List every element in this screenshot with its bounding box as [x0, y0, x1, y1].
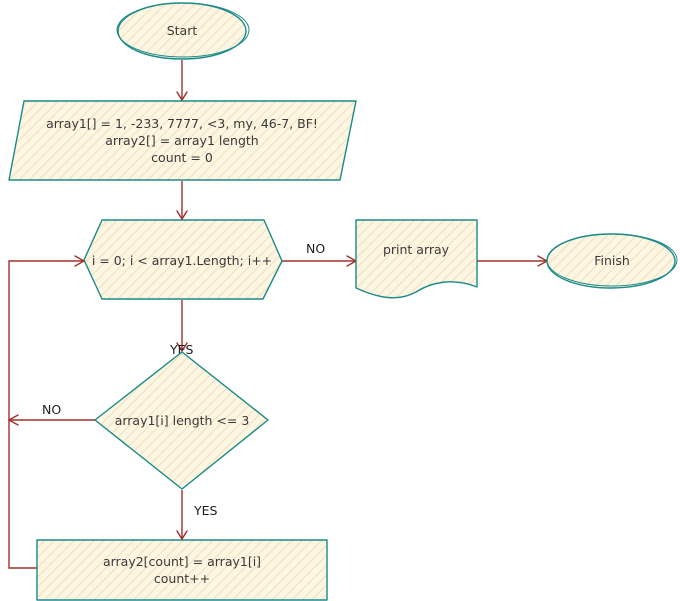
loop-label: i = 0; i < array1.Length; i++ — [92, 253, 272, 268]
init-line-2: array2[] = array1 length — [105, 133, 258, 148]
assign-line-2: count++ — [154, 571, 210, 586]
init-line-3: count = 0 — [151, 150, 213, 165]
init-line-1: array1[] = 1, -233, 7777, <3, my, 46-7, … — [46, 116, 318, 131]
print-node: print array — [355, 219, 478, 299]
edge-print-finish — [477, 255, 549, 267]
start-node: Start — [116, 2, 250, 60]
edge-loopback — [8, 255, 86, 569]
edge-loop-check: YES — [169, 300, 194, 357]
finish-node: Finish — [546, 233, 678, 289]
assign-line-1: array2[count] = array1[i] — [103, 554, 261, 569]
check-yes-label: YES — [193, 503, 218, 518]
finish-label: Finish — [594, 253, 630, 268]
print-label: print array — [383, 242, 450, 257]
edge-loop-print: NO — [282, 241, 358, 267]
edge-init-loop — [176, 181, 188, 221]
loop-yes-label: YES — [169, 342, 194, 357]
init-node: array1[] = 1, -233, 7777, <3, my, 46-7, … — [8, 100, 357, 181]
assign-node: array2[count] = array1[i] count++ — [36, 539, 328, 601]
start-label: Start — [167, 23, 198, 38]
edge-start-init — [176, 60, 188, 102]
check-no-label: NO — [42, 402, 61, 417]
check-node: array1[i] length <= 3 — [94, 351, 269, 490]
loop-node: i = 0; i < array1.Length; i++ — [83, 219, 283, 300]
check-label: array1[i] length <= 3 — [115, 413, 250, 428]
edge-check-assign: YES — [176, 490, 218, 541]
edge-check-no: NO — [7, 402, 95, 426]
loop-no-label: NO — [306, 241, 325, 256]
